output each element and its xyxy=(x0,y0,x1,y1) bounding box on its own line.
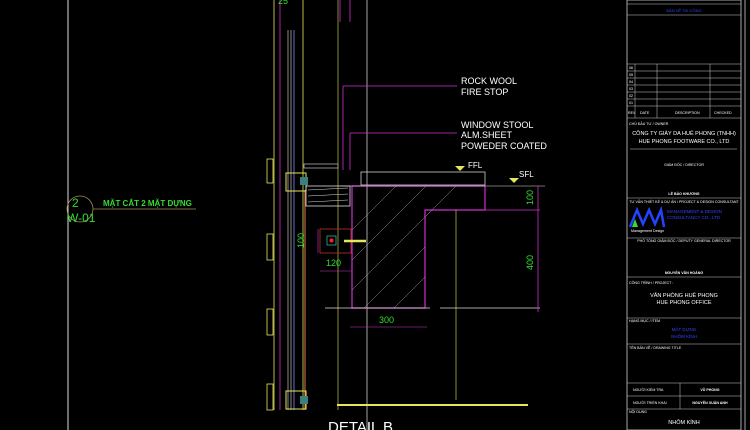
drawing-text: HẠNG MỤC / ITEM xyxy=(629,319,660,323)
drawing-text: MANAGEMENT & DESIGN xyxy=(667,209,722,214)
drawing-text: CHỦ ĐẦU TƯ / OWNER xyxy=(629,121,669,126)
drawing-text: FFL xyxy=(468,161,483,170)
drawing-text: 100 xyxy=(296,233,306,248)
drawing-text: NHÔM KÍNH xyxy=(668,419,700,426)
drawing-text: SFL xyxy=(519,170,534,179)
title-block: BẢN VẼ THI CÔNG 06 05 04 03 02 01 REV DA… xyxy=(626,0,746,430)
drawing-text: 06 xyxy=(629,66,633,70)
curtain-wall xyxy=(266,0,368,430)
drawing-text: NGƯỜI KIỂM TRA xyxy=(633,387,664,392)
drawing-text: MẶT DỰNG xyxy=(672,326,697,332)
drawing-text: NGƯỜI TRIỂN KHAI xyxy=(633,400,667,405)
drawing-text: 03 xyxy=(629,87,633,91)
drawing-text: CHECKED xyxy=(714,111,732,115)
concrete-slab xyxy=(325,171,545,406)
drawing-text: DESCRIPTION xyxy=(675,111,700,115)
drawing-text: 100 xyxy=(525,190,535,205)
drawing-text: 02 xyxy=(629,94,633,98)
drawing-text: HUE PHONG OFFICE xyxy=(656,300,711,306)
drawing-text: ROCK WOOL xyxy=(461,76,517,86)
drawing-text: MẶT CẮT 2 MẶT DỰNG xyxy=(103,199,192,208)
drawing-text: 300 xyxy=(379,315,394,325)
drawing-text: 25 xyxy=(278,0,288,6)
drawing-text: VĂN PHÒNG HUÊ PHONG xyxy=(650,291,718,299)
drawing-text: ALM.SHEET xyxy=(461,130,513,140)
drawing-text: Management Design xyxy=(631,229,664,233)
drawing-text: POWEDER COATED xyxy=(461,141,547,151)
drawing-text: NỘI DUNG xyxy=(629,409,647,414)
ffl-marker xyxy=(455,166,465,171)
drawing-text: W-01 xyxy=(67,211,96,225)
drawing-text: BẢN VẼ THI CÔNG xyxy=(666,8,701,13)
sfl-marker xyxy=(509,178,519,183)
drawing-text: REV xyxy=(628,111,636,115)
anchor-bracket xyxy=(319,228,366,254)
drawing-text: TÊN BẢN VẼ / DRAWING TITLE xyxy=(629,345,682,350)
drawing-text: CÔNG TY GIÀY DA HUÊ PHONG (TNHH) xyxy=(632,129,736,137)
drawing-text: FIRE STOP xyxy=(461,87,508,97)
drawing-text: GIÁM ĐỐC / DIRECTOR xyxy=(664,162,704,167)
drawing-text: 05 xyxy=(629,73,633,77)
drawing-text: VŨ PHONG xyxy=(700,387,719,392)
drawing-text: 120 xyxy=(326,258,341,268)
drawing-text: WINDOW STOOL xyxy=(461,120,533,130)
drawing-text: 2 xyxy=(72,196,79,210)
drawing-text: DATE xyxy=(640,111,650,115)
drawing-text: HUE PHONG FOOTWARE CO., LTD xyxy=(639,139,730,145)
drawing-text: 04 xyxy=(629,80,633,84)
consultant-logo: Management Design xyxy=(628,205,666,233)
drawing-text: CÔNG TRÌNH / PROJECT : xyxy=(629,280,673,285)
drawing-text: NGUYỄN XUÂN ANH xyxy=(692,400,728,405)
drawing-text: 400 xyxy=(525,255,535,270)
drawing-text: NHÔM KÍNH xyxy=(671,333,697,339)
drawing-text: PHÓ TỔNG GIÁM ĐỐC / DEPUTY GENERAL DIREC… xyxy=(637,238,731,243)
drawing-text: LÊ BẢO KHƯƠNG xyxy=(668,191,699,196)
drawing-text: CONSULTANCY CO., LTD xyxy=(667,215,721,220)
detail-title: DETAIL B xyxy=(328,419,393,430)
section-tag: 2 W-01 MẶT CẮT 2 MẶT DỰNG xyxy=(66,195,196,225)
drawing-text: NGUYỄN VĂN HOÀNG xyxy=(665,270,704,275)
drawing-text: 01 xyxy=(629,101,633,105)
drawing-text: TƯ VẤN THIẾT KẾ & DỰ ÁN / PROJECT & DESI… xyxy=(629,199,739,204)
